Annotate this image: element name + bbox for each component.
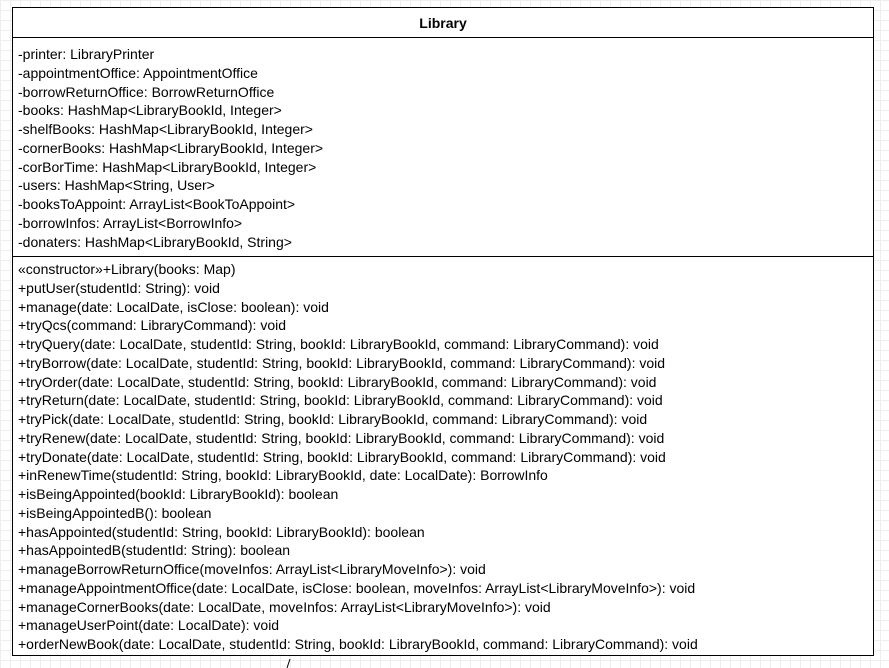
operation-try-donate: +tryDonate(date: LocalDate, studentId: S… (18, 448, 666, 465)
operation-try-qcs: +tryQcs(command: LibraryCommand): void (18, 317, 287, 334)
operation-try-pick: +tryPick(date: LocalDate, studentId: Str… (18, 411, 648, 427)
attribute-donaters: -donaters: HashMap<LibraryBookId, String… (18, 233, 292, 250)
attribute-appointment-office: -appointmentOffice: AppointmentOffice (18, 64, 258, 81)
operation-order-new-book: +orderNewBook(date: LocalDate, studentId… (18, 636, 698, 652)
operation-try-borrow: +tryBorrow(date: LocalDate, studentId: S… (18, 354, 666, 371)
operation-has-appointed-b: +hasAppointedB(studentId: String): boole… (18, 542, 291, 559)
operation-try-order: +tryOrder(date: LocalDate, studentId: St… (18, 373, 657, 390)
operation-try-return: +tryReturn(date: LocalDate, studentId: S… (18, 392, 663, 409)
attribute-borrow-infos: -borrowInfos: ArrayList<BorrowInfo> (18, 214, 243, 231)
operation-constructor: «constructor»+Library(books: Map) (18, 261, 236, 277)
operation-manage: +manage(date: LocalDate, isClose: boolea… (18, 298, 329, 315)
attribute-corner-books: -cornerBooks: HashMap<LibraryBookId, Int… (18, 139, 324, 156)
operation-has-appointed: +hasAppointed(studentId: String, bookId:… (18, 523, 425, 540)
operation-in-renew-time: +inRenewTime(studentId: String, bookId: … (18, 467, 548, 484)
attribute-borrow-return-office: -borrowReturnOffice: BorrowReturnOffice (18, 83, 275, 100)
operation-try-query: +tryQuery(date: LocalDate, studentId: St… (18, 336, 659, 352)
library-class-box[interactable]: Library -printer: LibraryPrinter -appoin… (12, 7, 874, 656)
operation-try-renew: +tryRenew(date: LocalDate, studentId: St… (18, 429, 665, 446)
attribute-printer: -printer: LibraryPrinter (18, 46, 155, 62)
operation-manage-borrow-return-office: +manageBorrowReturnOffice(moveInfos: Arr… (18, 561, 486, 577)
attribute-cor-bor-time: -corBorTime: HashMap<LibraryBookId, Inte… (18, 158, 317, 175)
operation-manage-appointment-office: +manageAppointmentOffice(date: LocalDate… (18, 579, 696, 596)
attribute-shelf-books: -shelfBooks: HashMap<LibraryBookId, Inte… (18, 121, 313, 137)
attribute-books: -books: HashMap<LibraryBookId, Integer> (18, 102, 282, 119)
operation-manage-corner-books: +manageCornerBooks(date: LocalDate, move… (18, 598, 551, 615)
operation-is-being-appointed: +isBeingAppointed(bookId: LibraryBookId)… (18, 486, 339, 502)
class-name: Library (13, 8, 873, 38)
attribute-books-to-appoint: -booksToAppoint: ArrayList<BookToAppoint… (18, 196, 296, 212)
operation-manage-user-point: +manageUserPoint(date: LocalDate): void (18, 617, 280, 634)
operations-compartment: «constructor»+Library(books: Map) +putUs… (13, 257, 873, 654)
attributes-compartment: -printer: LibraryPrinter -appointmentOff… (13, 38, 873, 257)
attribute-users: -users: HashMap<String, User> (18, 177, 215, 194)
operation-is-being-appointed-b: +isBeingAppointedB(): boolean (18, 504, 212, 521)
operation-put-user: +putUser(studentId: String): void (18, 279, 220, 296)
